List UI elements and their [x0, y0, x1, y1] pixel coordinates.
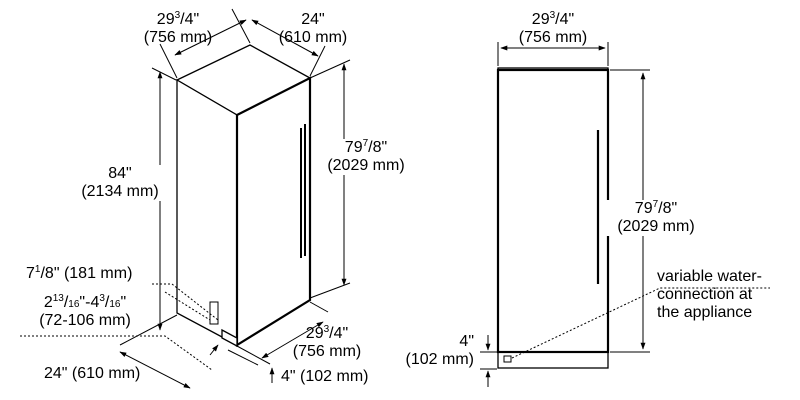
bottom-depth-label: 24" (610 mm) [44, 365, 141, 382]
water-connection-box [503, 355, 512, 363]
toe-kick-range-label: 213/16"-43/16" (72-106 mm) [39, 293, 131, 330]
top-width-label: 293/4" (756 mm) [143, 10, 213, 47]
appliance-front-view [496, 67, 610, 369]
water-note-leader [511, 287, 770, 359]
door-offset-label: 4" (102 mm) [281, 368, 369, 385]
top-width-dimension [174, 19, 247, 56]
toe-kick-range-leader [20, 335, 213, 371]
appliance-isometric [175, 44, 312, 348]
water-connection-note: variable water- connection at the applia… [657, 268, 762, 321]
base-height-label: 4" (102 mm) [405, 333, 474, 368]
overall-height-label: 84" (2134 mm) [68, 165, 172, 201]
toe-kick-leader [152, 283, 219, 321]
bottom-width-dimension [261, 321, 324, 359]
front-width-label: 293/4" (756 mm) [518, 10, 588, 47]
iso-dimension-lines [20, 8, 351, 389]
front-height-label: 797/8" (2029 mm) [604, 200, 708, 236]
top-depth-label: 24" (610 mm) [278, 11, 348, 46]
toe-kick-height-label: 71/8" (181 mm) [26, 264, 133, 283]
bottom-depth-dimension [119, 351, 191, 389]
bottom-width-label: 293/4" (756 mm) [292, 324, 362, 361]
door-height-label: 797/8" (2029 mm) [314, 139, 418, 175]
door-handle [300, 124, 306, 258]
top-depth-dimension [251, 19, 319, 57]
